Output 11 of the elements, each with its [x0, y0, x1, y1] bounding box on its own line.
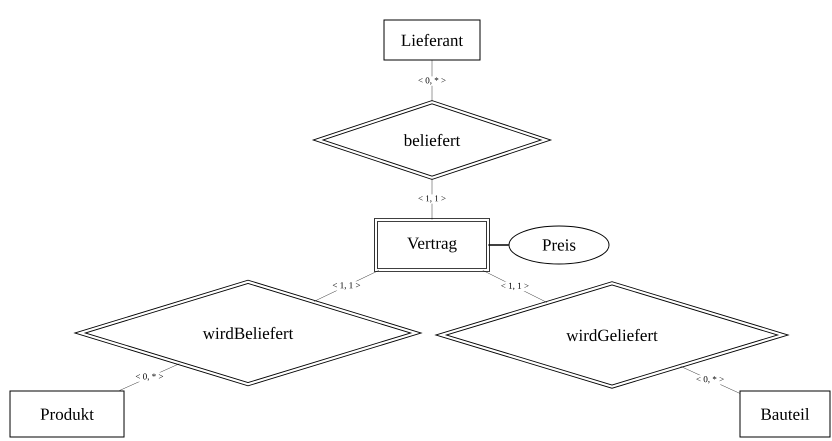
weak-entity-box: Vertrag: [374, 218, 490, 272]
cardinality-label: < 0, * >: [134, 372, 165, 382]
entity-box: Produkt: [10, 390, 124, 438]
entity-box: Lieferant: [384, 20, 480, 60]
cardinality-label: < 1, 1 >: [500, 282, 530, 292]
connector-line: [488, 244, 508, 246]
entity-box: Bauteil: [740, 390, 830, 438]
cardinality-label: < 1, 1 >: [416, 194, 448, 204]
cardinality-label: < 1, 1 >: [331, 281, 362, 291]
cardinality-label: < 0, * >: [695, 375, 726, 384]
cardinality-label: < 0, * >: [416, 76, 448, 86]
